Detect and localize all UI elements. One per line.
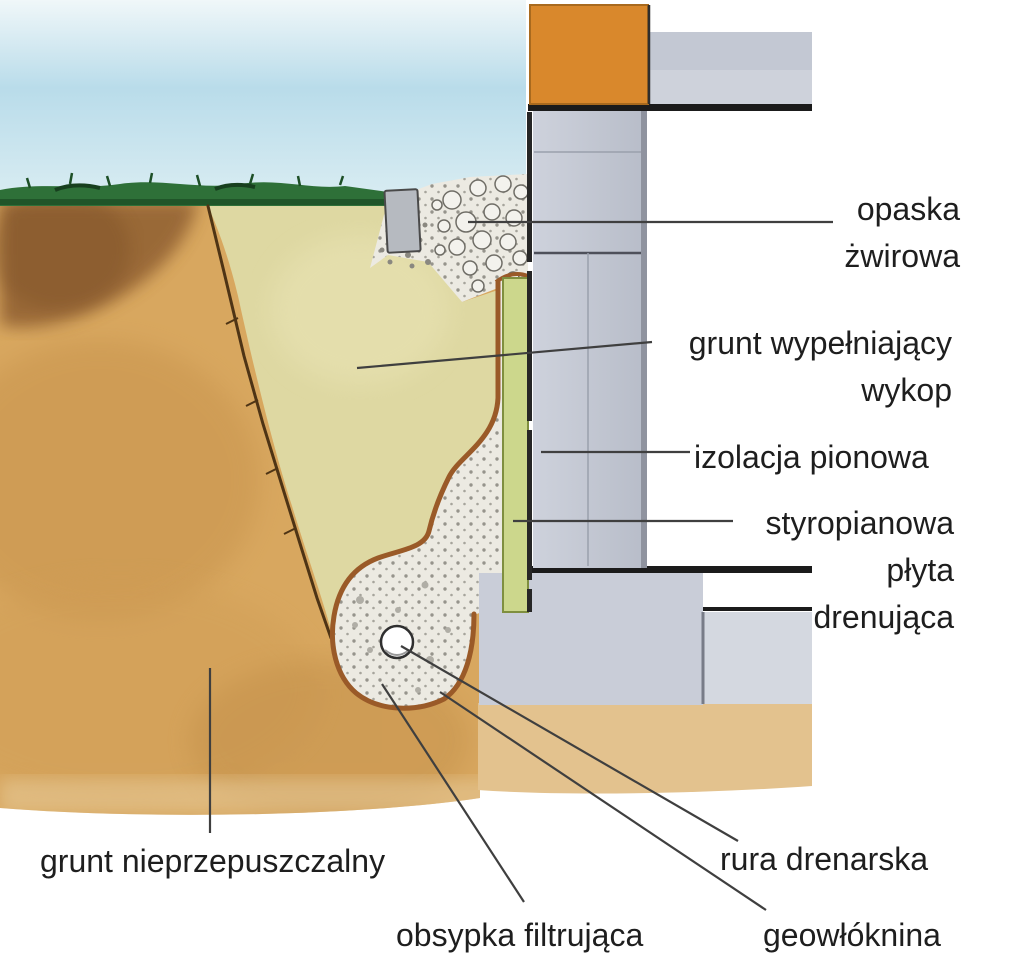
lower-slab xyxy=(648,70,812,104)
foundation-wall xyxy=(533,110,647,568)
drainage-board xyxy=(502,277,529,613)
label-line: obsypka filtrująca xyxy=(396,917,644,953)
geotextile-line xyxy=(329,272,529,711)
label-opaska-zwirowa: opaska żwirowa xyxy=(770,186,960,280)
leader-obsypka xyxy=(381,683,525,903)
label-obsypka-filtrujaca: obsypka filtrująca xyxy=(396,912,643,959)
leader-lines xyxy=(208,220,833,911)
label-line: grunt nieprzepuszczalny xyxy=(40,843,386,879)
label-line: drenująca xyxy=(813,599,954,635)
label-rura-drenarska: rura drenarska xyxy=(720,836,928,883)
footing-top-line xyxy=(528,566,812,573)
curb-block xyxy=(383,188,422,254)
label-grunt-wypelniajacy: grunt wypełniający wykop xyxy=(560,320,952,414)
label-geowloknina: geowłóknina xyxy=(763,912,941,959)
grass xyxy=(0,172,388,206)
label-izolacja-pionowa: izolacja pionowa xyxy=(694,434,929,481)
backfill-stones xyxy=(352,581,451,693)
label-line: styropianowa xyxy=(765,505,954,541)
label-line: wykop xyxy=(861,372,952,408)
drain-pipe xyxy=(379,624,415,660)
wall-top-assembly xyxy=(528,4,812,111)
label-line: opaska xyxy=(856,191,960,227)
label-grunt-nieprzepuszczalny: grunt nieprzepuszczalny xyxy=(40,838,385,885)
label-line: rura drenarska xyxy=(720,841,929,877)
label-line: grunt wypełniający xyxy=(688,325,952,361)
soil-under-footing xyxy=(478,703,812,794)
filter-backfill xyxy=(332,284,507,709)
excavation-highlight xyxy=(270,235,450,385)
excavation-cut-line xyxy=(206,204,333,640)
floor-slab xyxy=(703,612,812,704)
leader-geowloknina xyxy=(439,691,767,911)
label-line: płyta xyxy=(886,552,954,588)
label-styropianowa-plyta: styropianowa płyta drenująca xyxy=(700,500,954,641)
brick-block xyxy=(529,4,649,105)
label-line: izolacja pionowa xyxy=(694,439,929,475)
sky xyxy=(0,0,526,196)
label-line: geowłóknina xyxy=(763,917,941,953)
label-line: żwirowa xyxy=(844,238,960,274)
leader-grunt-wypelniajacy xyxy=(356,340,653,370)
leader-rura xyxy=(400,645,739,842)
wall-top-line xyxy=(528,104,812,111)
